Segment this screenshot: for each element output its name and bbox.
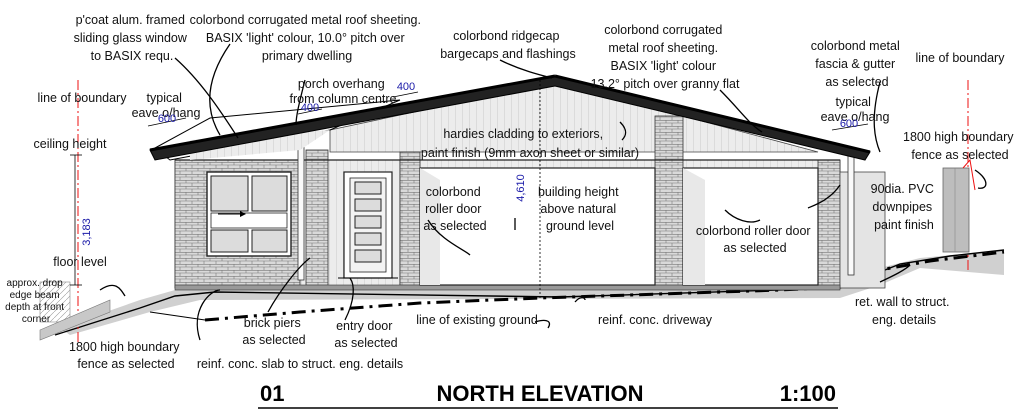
drawing-number: 01: [260, 381, 284, 406]
dimensions: 600 600 400 400 3,183 4,610: [81, 81, 869, 246]
note-roof-main: colorbond corrugated metal roof sheeting…: [190, 13, 425, 63]
roller-door-right: [682, 167, 819, 286]
roof: [149, 74, 871, 161]
note-fence-right: 1800 high boundary fence as selected: [903, 130, 1017, 162]
existing-ground-line: [204, 250, 1005, 322]
brick-pier-1: [305, 149, 329, 289]
annotations: p'coat alum. framed sliding glass window…: [5, 13, 1017, 371]
note-boundary-right: line of boundary: [916, 51, 1006, 65]
drawing-scale: 1:100: [780, 381, 836, 406]
site-ground: [54, 249, 1005, 336]
note-porch: porch overhang from column centre: [290, 77, 397, 106]
note-building-height: building height above natural ground lev…: [538, 185, 622, 233]
brick-pier-4: [817, 159, 841, 289]
note-floor-level: floor level: [53, 255, 107, 269]
dim-eave-left: 600: [158, 113, 176, 125]
entry-door: [338, 171, 398, 279]
note-roller-left: colorbond roller door as selected: [423, 185, 486, 233]
right-boundary-fence: [942, 158, 976, 253]
downpipe-left: [297, 129, 305, 281]
brick-pier-3: [654, 115, 684, 289]
note-existing-ground: line of existing ground: [416, 313, 538, 327]
note-eave-right: typical eave o/hang: [821, 95, 890, 124]
sliding-window: [206, 171, 292, 257]
note-brick-piers: brick piers as selected: [242, 316, 305, 347]
title-block: 01 NORTH ELEVATION 1:100: [258, 381, 838, 409]
note-entry-door: entry door as selected: [334, 319, 397, 350]
note-ret-wall: ret. wall to struct. eng. details: [855, 295, 953, 327]
note-slab: reinf. conc. slab to struct. eng. detail…: [197, 357, 403, 371]
dim-porch-bottom: 400: [301, 102, 319, 114]
note-boundary-left: line of boundary: [38, 91, 128, 105]
dim-porch-top: 400: [397, 81, 415, 93]
note-driveway: reinf. conc. driveway: [598, 313, 713, 327]
note-drop-edge: approx. drop edge beam depth at front co…: [5, 278, 67, 325]
dim-building-height: 4,610: [515, 174, 527, 202]
note-roller-right: colorbond roller door as selected: [696, 224, 814, 255]
left-boundary-fence: [39, 281, 111, 341]
dim-eave-right: 600: [840, 118, 858, 130]
note-window: p'coat alum. framed sliding glass window…: [74, 13, 191, 63]
roller-door-left: [419, 167, 656, 286]
downpipe-right: [847, 154, 855, 276]
dim-ceiling: 3,183: [81, 218, 93, 246]
note-downpipes: 90dia. PVC downpipes paint finish: [871, 182, 938, 232]
note-fascia: colorbond metal fascia & gutter as selec…: [811, 39, 903, 89]
note-ceiling-height: ceiling height: [34, 137, 107, 151]
brick-pier-2: [399, 151, 421, 289]
note-roof-flat: colorbond corrugated metal roof sheeting…: [591, 23, 740, 91]
note-fence-left: 1800 high boundary fence as selected: [69, 340, 183, 371]
note-cladding: hardies cladding to exteriors, paint fin…: [421, 127, 639, 160]
note-eave-left: typical eave o/hang: [132, 91, 201, 120]
drawing-title: NORTH ELEVATION: [437, 381, 644, 406]
note-ridgecap: colorbond ridgecap bargecaps and flashin…: [440, 29, 576, 61]
